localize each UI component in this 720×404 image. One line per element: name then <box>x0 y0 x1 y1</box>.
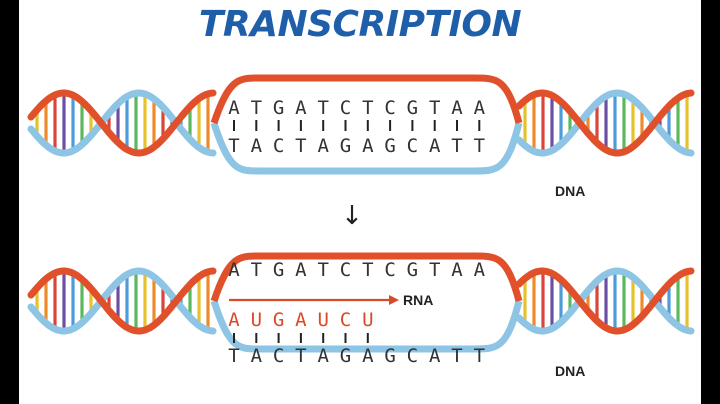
bottom-coding-base-letter: T <box>429 259 440 281</box>
top-template-strand-line <box>210 121 523 175</box>
bottom-rna-base-letter: U <box>362 309 373 331</box>
top-coding-base-letter: A <box>295 97 307 119</box>
bottom-template-base-letter: T <box>474 345 485 367</box>
bottom-template-base-letter: A <box>362 345 374 367</box>
bottom-template-base-letter: G <box>340 345 351 367</box>
top-template-base-letter: A <box>251 135 263 157</box>
bottom-left-orange-strand <box>27 267 217 335</box>
top-coding-base-letter: C <box>340 97 351 119</box>
top-template-base-letter: T <box>451 135 462 157</box>
top-coding-base-letter: T <box>362 97 373 119</box>
bottom-template-base-letter: A <box>429 345 441 367</box>
bottom-template-base-letter: A <box>251 345 263 367</box>
top-template-base-letter: T <box>474 135 485 157</box>
bottom-rna-base-letter: C <box>340 309 351 331</box>
top-coding-base-letter: C <box>384 97 395 119</box>
top-coding-strand-line <box>210 74 523 125</box>
down-arrow-icon: ↓ <box>341 201 363 231</box>
top-template-base-letter: G <box>340 135 351 157</box>
top-right-blue-strand <box>515 89 695 157</box>
bottom-rna-base-letter: A <box>228 309 240 331</box>
bottom-coding-base-letter: A <box>228 259 240 281</box>
bottom-template-base-letter: T <box>451 345 462 367</box>
bottom-coding-base-letter: G <box>407 259 418 281</box>
top-coding-base-letter: A <box>228 97 240 119</box>
rna-arrowhead-icon <box>389 295 399 305</box>
top-template-base-letter: C <box>273 135 284 157</box>
bottom-coding-base-letter: T <box>251 259 262 281</box>
bottom-dna-label: DNA <box>555 363 585 379</box>
bottom-right-blue-strand <box>515 267 695 335</box>
diagram-title: TRANSCRIPTION <box>198 4 522 45</box>
top-template-base-letter: A <box>429 135 441 157</box>
rna-label: RNA <box>403 292 433 308</box>
bottom-coding-base-letter: A <box>474 259 486 281</box>
bottom-template-strand-line <box>210 299 523 353</box>
top-template-base-letter: T <box>295 135 306 157</box>
top-left-blue-strand <box>27 89 217 157</box>
bottom-coding-base-letter: T <box>317 259 328 281</box>
bottom-coding-base-letter: G <box>273 259 284 281</box>
top-template-base-letter: A <box>362 135 374 157</box>
bottom-coding-base-letter: A <box>451 259 463 281</box>
top-template-base-letter: T <box>228 135 239 157</box>
bottom-coding-base-letter: A <box>295 259 307 281</box>
bottom-template-base-letter: G <box>384 345 395 367</box>
top-coding-base-letter: T <box>317 97 328 119</box>
top-dna-label: DNA <box>555 183 585 199</box>
bottom-coding-base-letter: C <box>384 259 395 281</box>
top-coding-base-letter: G <box>407 97 418 119</box>
bottom-template-base-letter: A <box>317 345 329 367</box>
top-left-orange-strand <box>27 89 217 157</box>
bottom-template-base-letter: C <box>273 345 284 367</box>
bottom-left-blue-strand <box>27 267 217 335</box>
top-coding-base-letter: A <box>474 97 486 119</box>
bottom-rna-base-letter: A <box>295 309 307 331</box>
top-coding-base-letter: G <box>273 97 284 119</box>
top-template-base-letter: A <box>317 135 329 157</box>
bottom-coding-strand-line <box>210 252 523 303</box>
bottom-template-base-letter: C <box>407 345 418 367</box>
top-coding-base-letter: A <box>451 97 463 119</box>
bottom-template-base-letter: T <box>228 345 239 367</box>
top-right-orange-strand <box>515 89 695 157</box>
bottom-coding-base-letter: T <box>362 259 373 281</box>
bottom-right-orange-strand <box>515 267 695 335</box>
top-template-base-letter: G <box>384 135 395 157</box>
bottom-rna-base-letter: U <box>317 309 328 331</box>
bottom-rna-base-letter: G <box>273 309 284 331</box>
top-coding-base-letter: T <box>251 97 262 119</box>
bottom-template-base-letter: T <box>295 345 306 367</box>
top-coding-base-letter: T <box>429 97 440 119</box>
bottom-rna-base-letter: U <box>251 309 262 331</box>
top-template-base-letter: C <box>407 135 418 157</box>
bottom-coding-base-letter: C <box>340 259 351 281</box>
